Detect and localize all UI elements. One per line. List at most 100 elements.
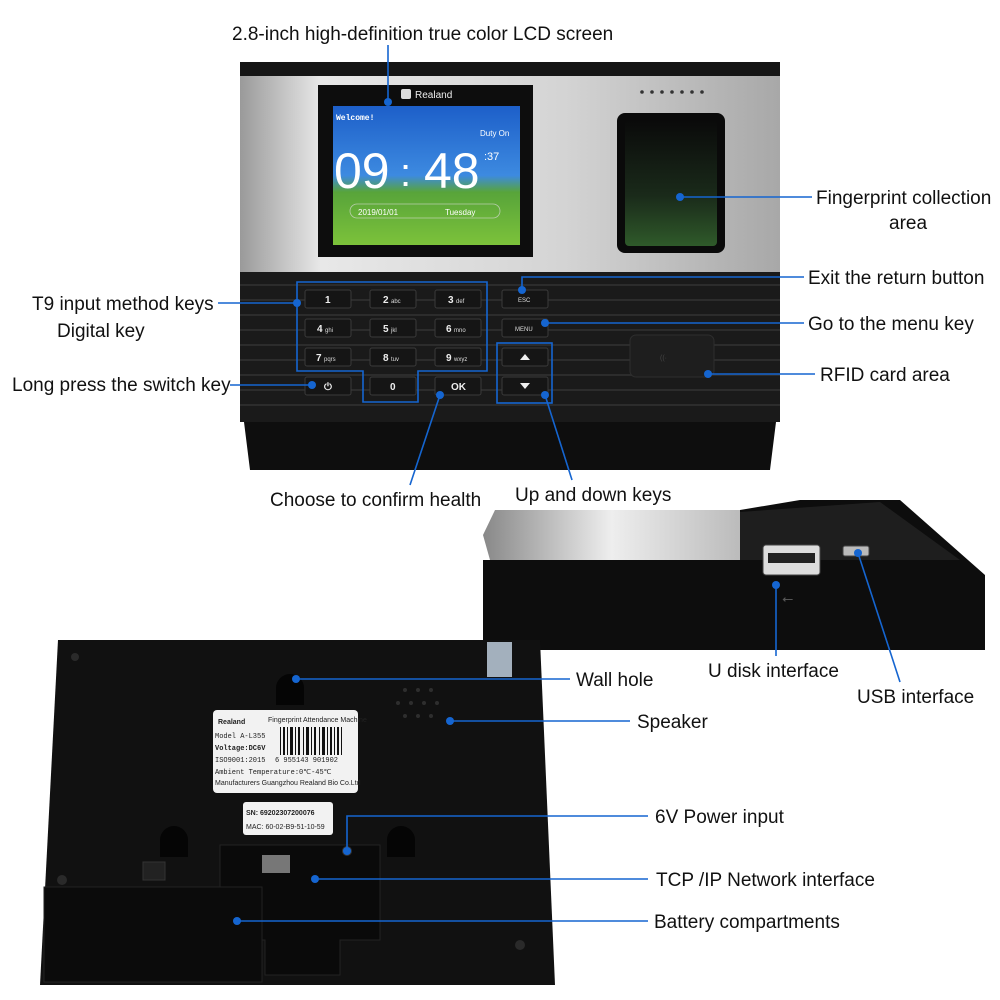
label-network: TCP /IP Network interface [656, 870, 875, 891]
svg-text:3: 3 [448, 295, 454, 306]
svg-text:9: 9 [446, 353, 452, 364]
triangle-down-icon [520, 383, 530, 389]
speaker-grill-icon [396, 688, 439, 718]
svg-text:abc: abc [391, 299, 401, 305]
updown-highlight-box [496, 342, 553, 404]
svg-text:Ambient Temperature:0℃-45℃: Ambient Temperature:0℃-45℃ [215, 769, 332, 777]
label-digital: Digital key [57, 321, 145, 342]
label-esc: Exit the return button [808, 268, 984, 289]
realand-logo: Realand [401, 89, 452, 101]
svg-text:1: 1 [325, 295, 331, 306]
label-fingerprint: Fingerprint collection [816, 188, 991, 209]
svg-text:ESC: ESC [518, 298, 531, 304]
clock-minutes: 48 [424, 143, 480, 199]
svg-text:ISO9001:2015: ISO9001:2015 [215, 757, 265, 765]
screen-status: Duty On [480, 129, 509, 138]
base [244, 422, 776, 470]
battery-compartment[interactable] [43, 886, 263, 983]
svg-text:Realand: Realand [415, 90, 452, 101]
power-key[interactable]: ⏻ [304, 376, 352, 396]
clock-hours: 09 [334, 143, 390, 199]
front-device: Realand Welcome! Duty On 09 : 48 :37 201… [240, 62, 780, 470]
svg-text:MENU: MENU [515, 327, 533, 333]
label-power: Long press the switch key [12, 375, 231, 396]
svg-text:2: 2 [383, 295, 389, 306]
speaker-dots-icon [640, 90, 704, 94]
screen-weekday: Tuesday [445, 208, 475, 217]
triangle-up-icon [520, 354, 530, 360]
label-wall-hole: Wall hole [576, 670, 653, 691]
up-key[interactable] [501, 347, 549, 367]
label-speaker: Speaker [637, 712, 708, 733]
key-1[interactable]: 1 [304, 289, 352, 309]
svg-text:pqrs: pqrs [324, 357, 336, 363]
svg-text:SN: 69202307200076: SN: 69202307200076 [246, 810, 315, 817]
down-key[interactable] [501, 376, 549, 396]
network-port[interactable] [262, 855, 290, 873]
product-label [213, 710, 358, 793]
label-menu: Go to the menu key [808, 314, 974, 335]
svg-text:Realand: Realand [218, 719, 245, 726]
label-rfid: RFID card area [820, 365, 950, 386]
svg-text:jkl: jkl [390, 328, 397, 334]
label-lcd: 2.8-inch high-definition true color LCD … [232, 24, 613, 45]
clock-seconds: :37 [484, 151, 499, 163]
label-ok: Choose to confirm health [270, 490, 481, 511]
usb-symbol-icon: ⭠ [782, 590, 793, 606]
svg-text:6: 6 [446, 324, 452, 335]
label-fingerprint-2: area [889, 213, 927, 234]
back-device: Realand Fingerprint Attendance Machine M… [40, 640, 555, 985]
barcode-icon [280, 727, 342, 755]
side-device: ⭠ [483, 500, 985, 650]
svg-text:def: def [456, 299, 465, 305]
label-udisk: U disk interface [708, 661, 839, 682]
screen-date: 2019/01/01 [358, 208, 399, 217]
key-0[interactable]: 0 [369, 376, 417, 396]
svg-text:7: 7 [316, 353, 322, 364]
fingerprint-sensor[interactable] [625, 120, 717, 246]
label-battery: Battery compartments [654, 912, 840, 933]
t9-highlight-box [296, 281, 488, 403]
menu-key[interactable]: MENU [501, 318, 549, 338]
svg-text:Model A-L355: Model A-L355 [215, 733, 265, 741]
screen-greeting: Welcome! [336, 114, 374, 123]
svg-text:Manufacturers Guangzhou Realan: Manufacturers Guangzhou Realand Bio Co.L… [215, 780, 361, 787]
label-usb: USB interface [857, 687, 974, 708]
power-icon: ⏻ [324, 381, 332, 393]
svg-text:4: 4 [317, 324, 323, 335]
svg-text:ghi: ghi [325, 328, 333, 334]
rfid-icon: ((· [660, 355, 667, 362]
ok-key[interactable]: OK [434, 376, 482, 396]
svg-text:0: 0 [390, 382, 396, 393]
label-power-input: 6V Power input [655, 807, 785, 828]
label-updown: Up and down keys [515, 485, 671, 506]
svg-text:Fingerprint Attendance Machine: Fingerprint Attendance Machine [268, 717, 367, 724]
label-t9: T9 input method keys [32, 294, 214, 315]
svg-text:OK: OK [451, 382, 467, 393]
svg-text:MAC: 60-02-B9-51-10-59: MAC: 60-02-B9-51-10-59 [246, 824, 325, 831]
serial-label [243, 802, 333, 835]
svg-text:5: 5 [383, 324, 389, 335]
svg-text:Voltage:DC6V: Voltage:DC6V [215, 745, 266, 753]
svg-text:wxyz: wxyz [453, 357, 467, 363]
clock-separator: : [400, 151, 411, 195]
svg-text:tuv: tuv [391, 357, 399, 363]
rfid-area[interactable] [629, 334, 715, 378]
callouts: 2.8-inch high-definition true color LCD … [12, 24, 991, 933]
svg-text:6 955143 901902: 6 955143 901902 [275, 757, 338, 765]
svg-text:mno: mno [454, 328, 466, 334]
lcd-screen [333, 106, 520, 245]
esc-key[interactable]: ESC [501, 289, 549, 309]
svg-text:8: 8 [383, 353, 389, 364]
